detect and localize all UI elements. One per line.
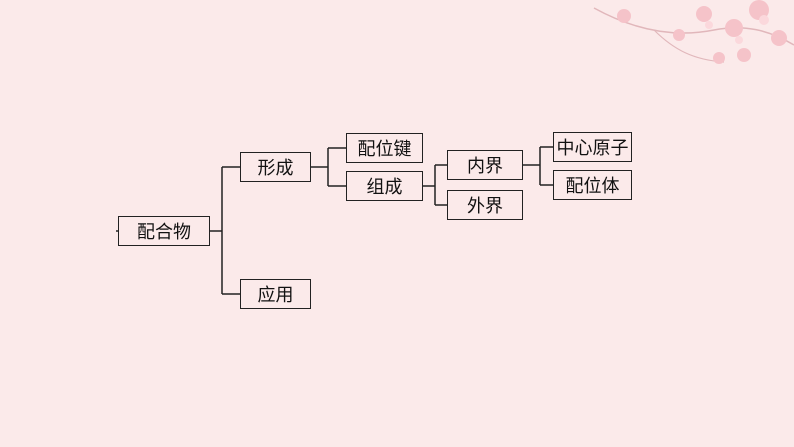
node-composition: 组成 [346, 171, 423, 201]
node-ligand: 配位体 [553, 170, 632, 200]
node-outer-sphere: 外界 [447, 190, 523, 220]
node-formation: 形成 [240, 152, 311, 182]
node-application: 应用 [240, 279, 311, 309]
node-coordinate-bond: 配位键 [346, 133, 423, 163]
node-root: 配合物 [118, 216, 210, 246]
node-central-atom: 中心原子 [553, 132, 632, 162]
node-inner-sphere: 内界 [447, 150, 523, 180]
